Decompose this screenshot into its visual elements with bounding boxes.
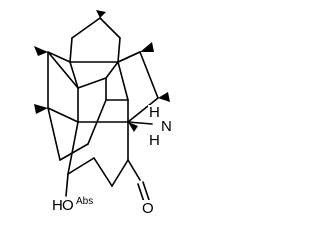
stereo-wedge-top — [96, 10, 106, 18]
bond-upper-left — [47, 51, 71, 63]
hydroxyl-o-label: O — [62, 197, 74, 214]
bond-middle-horizontal — [77, 77, 107, 89]
bond-bridge-left-down — [69, 37, 73, 63]
bond-middle-upright — [105, 61, 119, 79]
bond-right-diagonal — [117, 51, 141, 63]
bond-alkene-connector — [87, 99, 107, 145]
bond-to-amine — [127, 121, 153, 125]
stereo-wedge-middle-left — [34, 104, 48, 114]
bond-alkene-2 — [67, 121, 79, 175]
bond-bridge-left-top — [71, 17, 101, 39]
amine-h-top-label: H — [149, 104, 160, 121]
molecule-structure: H N H H O Abs O — [34, 10, 173, 217]
amine-h-bottom-bg — [148, 133, 160, 147]
amine-h-top-bg — [148, 105, 160, 119]
abs-label: Abs — [76, 196, 93, 207]
bond-alkene-double-1 — [59, 143, 89, 161]
bond-alkene-double-2 — [67, 157, 95, 175]
amine-n-bg — [160, 119, 173, 133]
stereo-wedge-upper-right — [140, 42, 154, 52]
stereo-wedge-quaternary — [128, 122, 138, 132]
bond-center-right — [117, 61, 129, 101]
structure-canvas: H N H H O Abs O — [34, 10, 173, 217]
carbonyl-o-bg — [141, 200, 155, 216]
bond-carbonyl-double-b — [142, 181, 150, 201]
bond-lower-left-horizontal — [47, 107, 79, 123]
bond-bridge-right-down — [117, 37, 121, 63]
stereo-wedge-upper-left — [34, 46, 48, 56]
bond-to-hydroxyl — [65, 173, 69, 197]
bond-carbonyl-left — [111, 159, 129, 187]
bond-ring-closure — [93, 157, 113, 187]
bond-center-left — [69, 61, 79, 89]
bond-right-upper — [139, 51, 159, 99]
amine-n-label: N — [161, 118, 172, 135]
bond-carbonyl-double-a — [137, 183, 145, 203]
amine-h-bottom-label: H — [149, 132, 160, 149]
bond-right-to-quaternary — [127, 97, 159, 123]
carbonyl-o-label: O — [142, 200, 154, 217]
bond-bridge-right-top — [99, 17, 121, 39]
hydroxyl-h-label: H — [52, 197, 63, 214]
hydroxyl-bg — [51, 197, 78, 213]
stereo-wedge-middle-right — [158, 92, 170, 102]
bond-alkene-1 — [47, 107, 61, 161]
bond-left-diagonal — [47, 51, 79, 89]
bond-carbonyl-right — [127, 159, 141, 181]
